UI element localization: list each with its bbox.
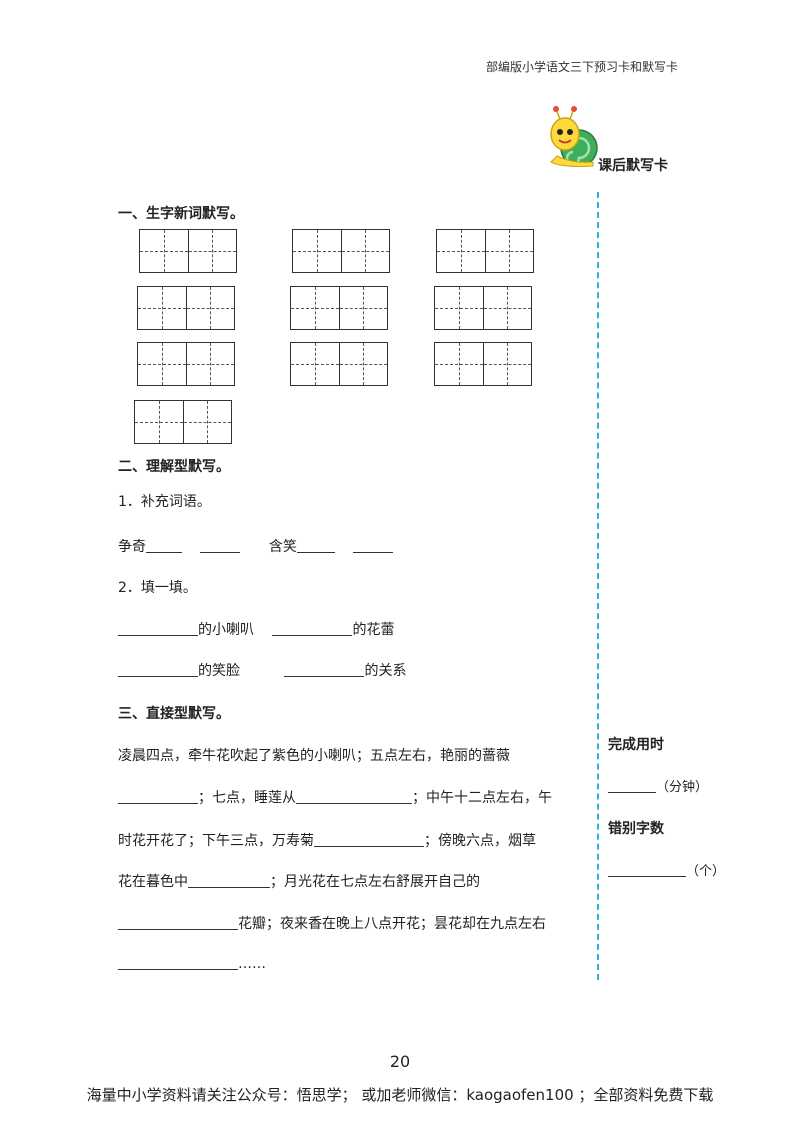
q2-item: 的关系	[364, 663, 407, 679]
snail-mascot-icon	[550, 106, 598, 167]
character-grid[interactable]	[139, 229, 237, 273]
answer-blank[interactable]	[284, 662, 365, 677]
errors-unit: （个）	[686, 864, 726, 879]
q1-row: 争奇 含笑	[118, 536, 394, 556]
character-grid[interactable]	[137, 286, 235, 330]
answer-blank[interactable]	[353, 538, 394, 553]
q2-row-2: 的笑脸 的关系	[118, 660, 406, 680]
book-title: 部编版小学语文三下预习卡和默写卡	[486, 60, 679, 74]
q2-item: 的小喇叭	[198, 622, 254, 638]
answer-blank[interactable]	[118, 789, 198, 804]
q1-word-1: 争奇	[118, 539, 146, 555]
character-grid[interactable]	[436, 229, 534, 273]
section-1-title: 一、生字新词默写。	[118, 206, 244, 222]
passage-line-2: ；七点，睡莲从 ；中午十二点左右，午	[118, 787, 552, 807]
time-unit: （分钟）	[656, 780, 709, 795]
character-grid[interactable]	[290, 342, 388, 386]
passage-text: ；中午十二点左右，午	[412, 790, 552, 806]
passage-line-1: 凌晨四点，牵牛花吹起了紫色的小喇叭；五点左右，艳丽的蔷薇	[118, 748, 510, 764]
answer-blank[interactable]	[296, 789, 412, 804]
errors-row: （个）	[608, 860, 725, 879]
q2-item: 的笑脸	[198, 663, 240, 679]
section-2-title: 二、理解型默写。	[118, 459, 230, 475]
time-label: 完成用时	[608, 737, 664, 753]
answer-blank[interactable]	[146, 538, 182, 553]
passage-line-4: 花在暮色中 ；月光花在七点左右舒展开自己的	[118, 871, 480, 891]
passage-text: 花在暮色中	[118, 874, 188, 890]
passage-text: ；七点，睡莲从	[198, 790, 296, 806]
time-row: （分钟）	[608, 776, 708, 795]
q1-label: 1．补充词语。	[118, 494, 211, 510]
answer-blank[interactable]	[118, 955, 238, 970]
character-grid[interactable]	[434, 286, 532, 330]
passage-line-6: ……	[118, 955, 266, 972]
character-grid[interactable]	[290, 286, 388, 330]
answer-blank[interactable]	[118, 915, 238, 930]
answer-blank[interactable]	[200, 538, 241, 553]
passage-text: ；月光花在七点左右舒展开自己的	[270, 874, 480, 890]
passage-line-3: 时花开花了；下午三点，万寿菊 ；傍晚六点，烟草	[118, 830, 536, 850]
answer-blank[interactable]	[118, 621, 198, 636]
passage-line-5: 花瓣；夜来香在晚上八点开花；昙花却在九点左右	[118, 913, 546, 933]
errors-blank[interactable]	[608, 862, 686, 877]
answer-blank[interactable]	[296, 538, 335, 553]
answer-blank[interactable]	[188, 873, 270, 888]
dashed-divider	[597, 192, 599, 980]
footer-note: 海量中小学资料请关注公众号：悟思学； 或加老师微信：kaogaofen100 ；…	[86, 1086, 714, 1104]
q2-item: 的花蕾	[352, 622, 395, 638]
q2-label: 2．填一填。	[118, 580, 197, 596]
character-grid[interactable]	[137, 342, 235, 386]
section-3-title: 三、直接型默写。	[118, 706, 230, 722]
q1-word-2: 含笑	[268, 539, 297, 555]
passage-text: ……	[238, 956, 266, 972]
passage-text: ；傍晚六点，烟草	[424, 833, 536, 849]
character-grid[interactable]	[134, 400, 232, 444]
card-title: 课后默写卡	[598, 158, 668, 174]
answer-blank[interactable]	[272, 621, 353, 636]
answer-blank[interactable]	[118, 662, 198, 677]
answer-blank[interactable]	[314, 832, 424, 847]
passage-text: 时花开花了；下午三点，万寿菊	[118, 833, 314, 849]
character-grid[interactable]	[434, 342, 532, 386]
character-grid[interactable]	[292, 229, 390, 273]
page-number: 20	[389, 1052, 411, 1071]
q2-row-1: 的小喇叭 的花蕾	[118, 619, 394, 639]
time-blank[interactable]	[608, 778, 656, 793]
errors-label: 错别字数	[608, 821, 664, 837]
passage-text: 花瓣；夜来香在晚上八点开花；昙花却在九点左右	[238, 916, 546, 932]
